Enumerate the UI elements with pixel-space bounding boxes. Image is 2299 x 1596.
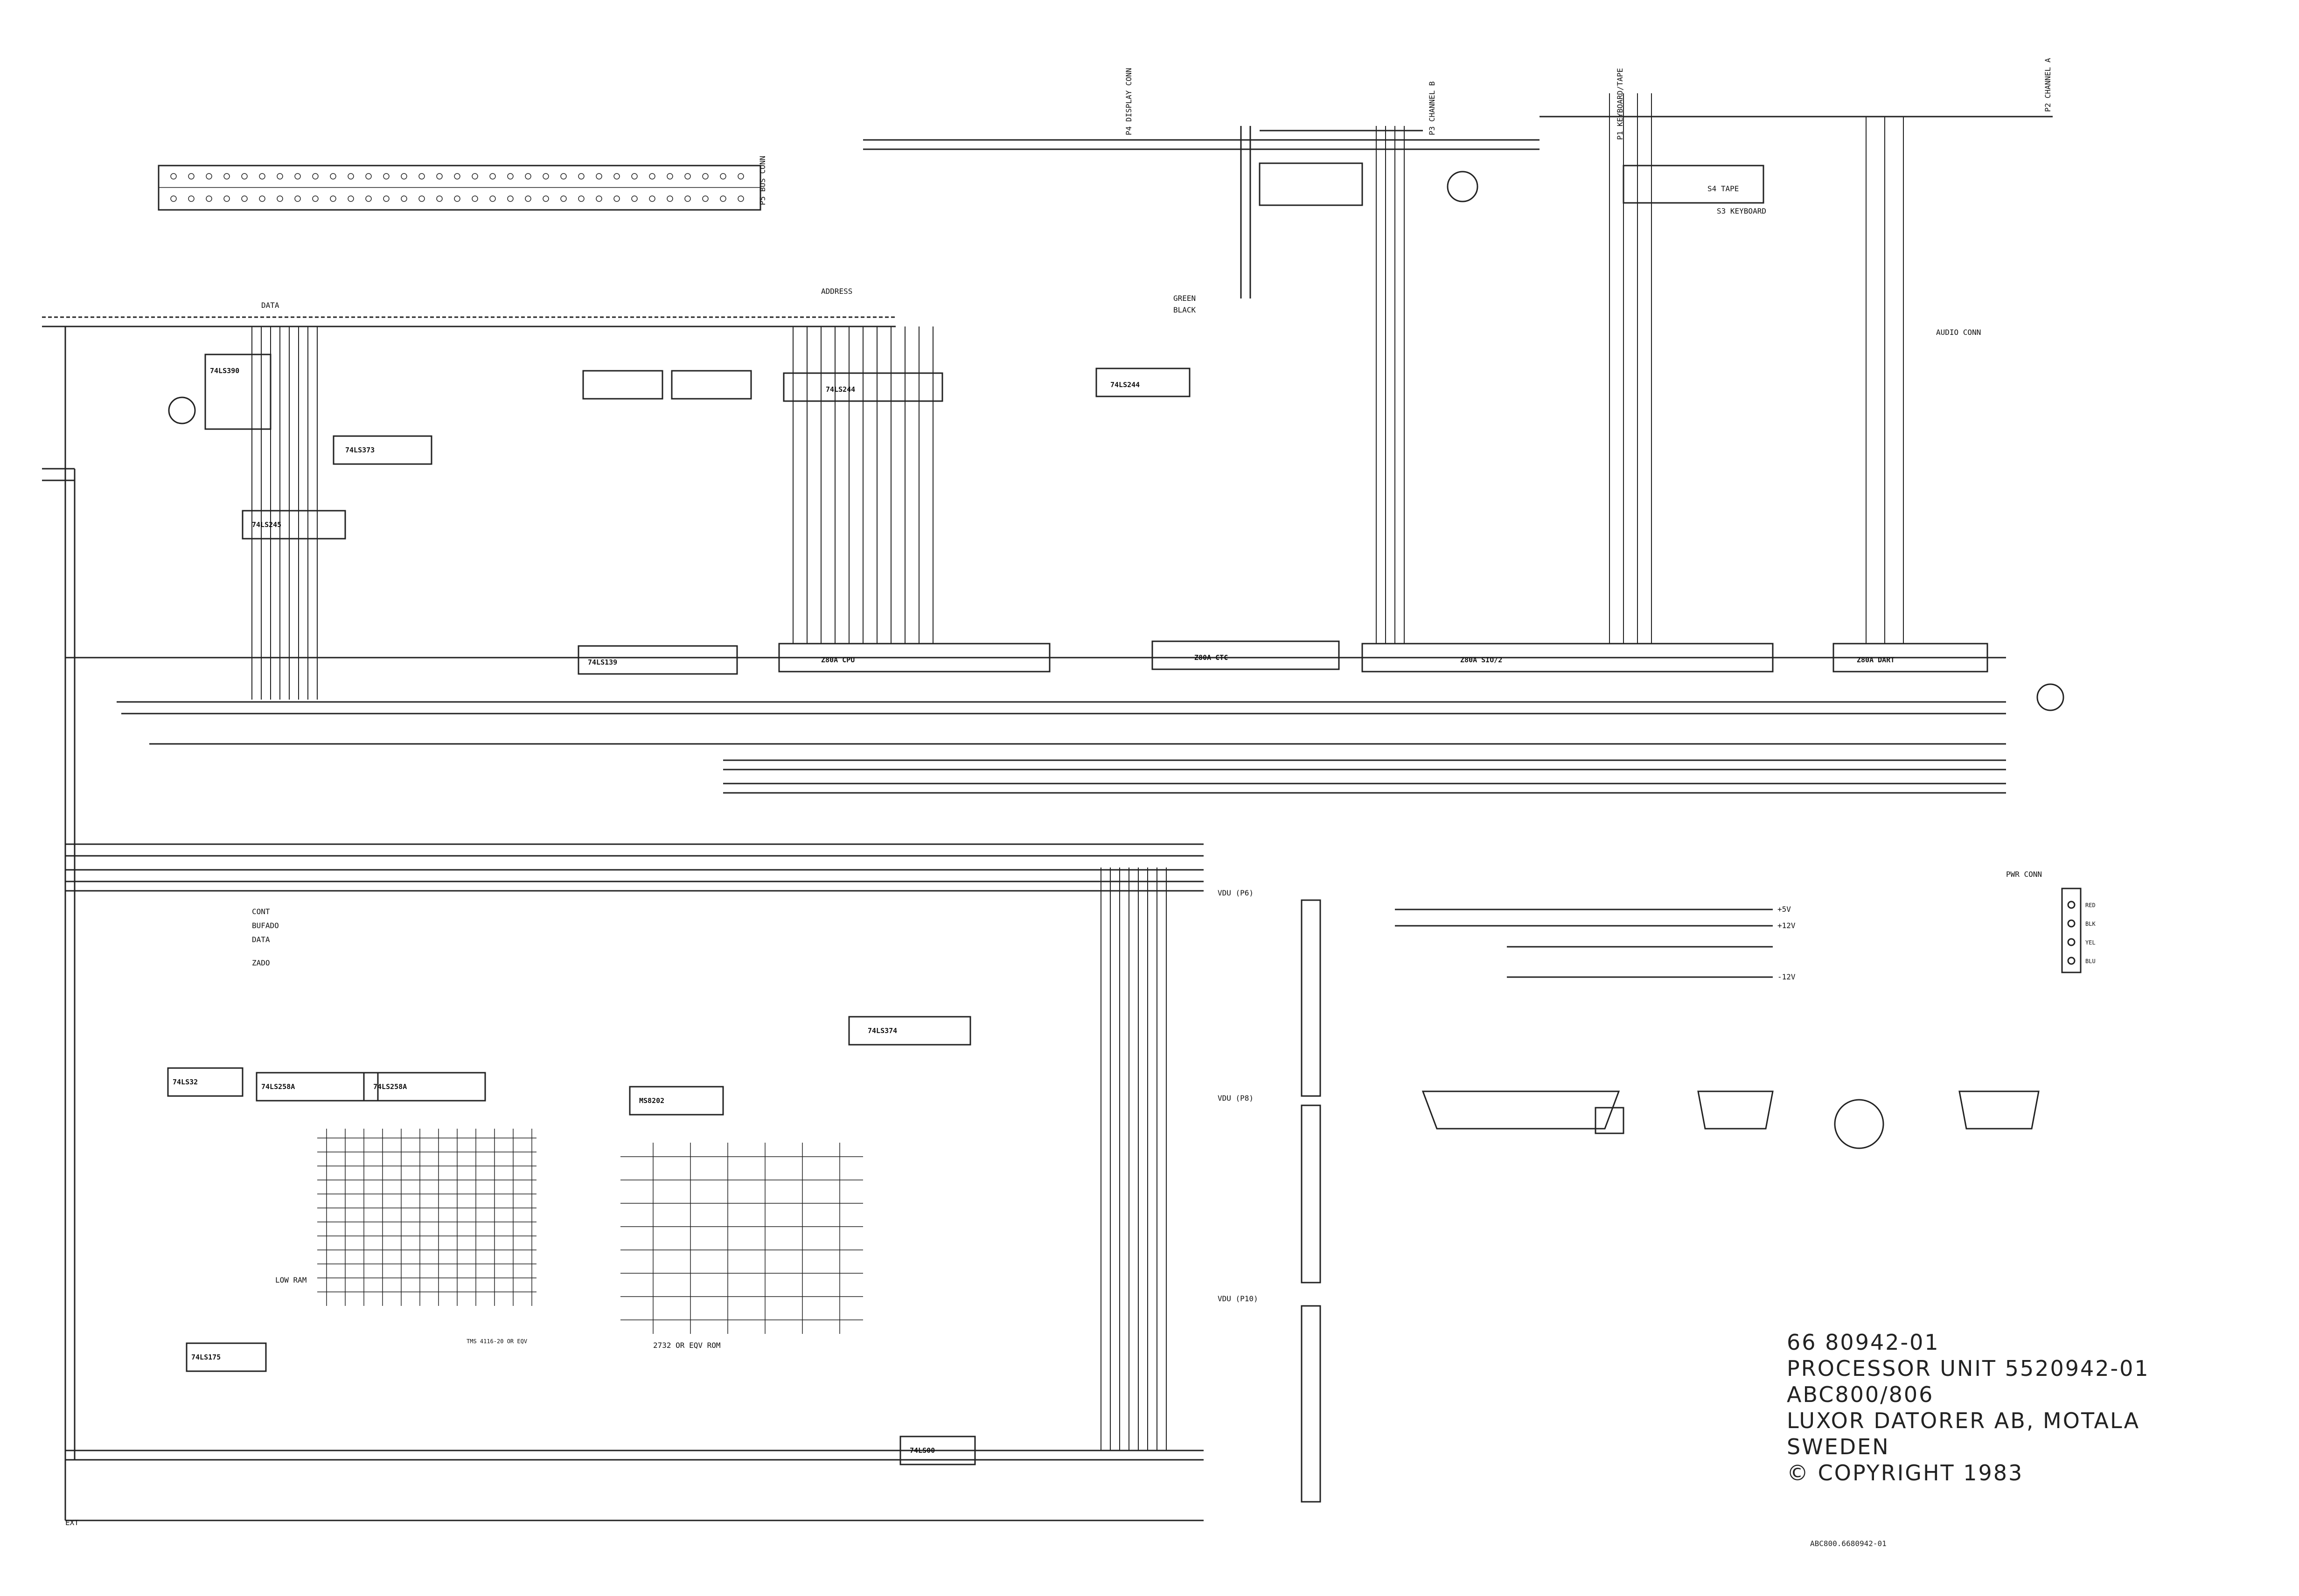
s4-tape-connector [1623,165,1764,204]
ext-label: EXT [65,1518,79,1527]
p3-label: P3 CHANNEL B [1428,81,1436,135]
chip-74ls374 [848,1016,971,1046]
chip-z80a-cpu [778,643,1051,673]
ls390-label: 74LS390 [210,367,239,375]
tms-label: TMS 4116-20 OR EQV [467,1338,527,1345]
ls245-label: 74LS245 [252,520,281,529]
data-bus-lower-label: DATA [252,935,270,944]
drawing-id: 66 80942-01 [1787,1330,1940,1355]
chip-74ls373 [333,435,432,465]
ls244-b-label: 74LS244 [1110,381,1140,389]
cont-label: CONT [252,907,270,916]
s3-keyboard-label: S3 KEYBOARD [1717,207,1766,215]
ls139-label: 74LS139 [588,658,617,666]
model-name: ABC800/806 [1787,1382,1934,1407]
ms8202-label: MS8202 [639,1096,664,1105]
pwr-red-label: RED [2085,902,2096,909]
ls373-label: 74LS373 [345,446,375,454]
transistor-bc307 [1447,171,1478,202]
chip-74ls00 [899,1436,976,1465]
ls374-label: 74LS374 [868,1027,897,1035]
chip-74ls258a-left [256,1072,379,1102]
vdu-p8-connector [1301,1104,1321,1284]
z80a-cpu-label: Z80A CPU [821,656,855,664]
vdu-p6-connector [1301,899,1321,1097]
title-block: 66 80942-01 PROCESSOR UNIT 5520942-01 AB… [1787,1329,2277,1486]
p1-label: P1 KEYBOARD/TAPE [1616,68,1624,140]
data-bus-label: DATA [261,301,279,310]
vdu-p10-connector [1301,1305,1321,1503]
ls244-a-label: 74LS244 [826,385,855,394]
z80a-dart-label: Z80A DART [1857,656,1895,664]
p4-display-dsub [1421,1090,1620,1130]
p1-keyboard-tape-din [1834,1099,1884,1149]
ls00-label: 74LS00 [910,1446,935,1455]
chip-z80a-sio [1361,643,1774,673]
ls258a-b-label: 74LS258A [373,1083,407,1091]
pwr-blk-label: BLK [2085,921,2096,927]
pwr-conn-label: PWR CONN [2006,870,2042,879]
p2-label: P2 CHANNEL A [2043,58,2052,112]
p2-channel-a-dsub [1958,1090,2040,1130]
audio-conn-label: AUDIO CONN [1936,328,1981,337]
processor-unit-title: PROCESSOR UNIT 5520942-01 [1787,1356,2150,1381]
chip-ms8202 [629,1086,724,1116]
country: SWEDEN [1787,1434,1890,1459]
vdu-p6-label: VDU (P6) [1218,888,1254,897]
p3-channel-b-connector [1259,162,1363,206]
chip-z80a-dart [1832,643,1988,673]
pwr-blu-label: BLU [2085,958,2096,965]
vdu-p8-label: VDU (P8) [1218,1094,1254,1103]
p5-label: P5 BUS CONN [758,156,767,205]
vdu-p10-label: VDU (P10) [1218,1294,1258,1303]
pwr-yel-label: YEL [2085,939,2096,946]
copyright: © COPYRIGHT 1983 [1787,1460,2024,1485]
z80a-ctc-label: Z80A CTC [1194,653,1228,662]
green-label: GREEN [1173,294,1196,303]
zado-label: ZADO [252,958,270,967]
rail-5v-label: +5V [1777,905,1791,914]
chip-74ls32-lower [167,1067,244,1097]
bufado-label: BUFADO [252,921,279,930]
chip-z80a-ctc [1151,640,1340,670]
drawing-number: ABC800.6680942-01 [1810,1539,1887,1548]
manufacturer: LUXOR DATORER AB, MOTALA [1787,1408,2140,1433]
p4-label: P4 DISPLAY CONN [1124,68,1133,136]
chip-8205 [582,370,752,400]
chip-74ls175 [186,1342,267,1372]
black-label: BLACK [1173,305,1196,314]
low-ram-label: LOW RAM [275,1276,307,1284]
ls258a-a-label: 74LS258A [261,1083,295,1091]
p4-small-connector [1595,1107,1624,1134]
chip-74ls258a-right [363,1072,486,1102]
p3-channel-b-dsub [1697,1090,1774,1130]
s4-tape-label: S4 TAPE [1707,184,1739,193]
rail-m12v-label: -12V [1777,972,1796,981]
address-bus-label: ADDRESS [821,287,852,296]
chip-74ls244-right [1095,368,1191,397]
ls175-label: 74LS175 [191,1353,221,1361]
p5-bus-connector [158,165,761,211]
rom-label: 2732 OR EQV ROM [653,1341,721,1350]
ls32-lower-label: 74LS32 [173,1078,198,1086]
pwr-connector [2061,888,2082,973]
transistor-right [2036,683,2064,711]
rail-12v-label: +12V [1777,921,1796,930]
low-ram-array [317,1129,536,1306]
chip-74ls245 [242,510,346,540]
chip-74ls139 [578,645,738,675]
transistor-bc548 [168,396,196,424]
rom-array [620,1143,863,1334]
z80a-sio-label: Z80A SIO/2 [1460,656,1502,664]
